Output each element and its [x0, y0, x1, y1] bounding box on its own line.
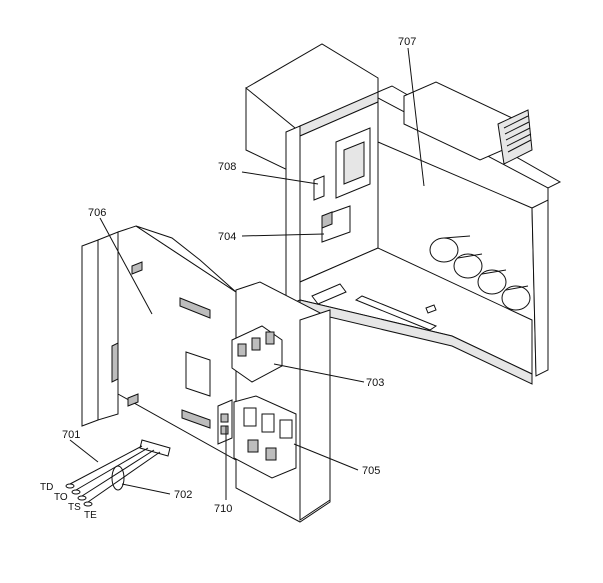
callout-702: 702 [174, 489, 192, 501]
callout-705: 705 [362, 465, 380, 477]
wire-label-to: TO [54, 492, 68, 503]
callout-706: 706 [88, 207, 106, 219]
sensor-harness-701 [65, 439, 171, 507]
wire-label-ts: TS [68, 502, 81, 513]
callout-704: 704 [218, 231, 236, 243]
cabinet-housing-707 [245, 43, 562, 385]
callout-703: 703 [366, 377, 384, 389]
pcb-board-706 [81, 225, 237, 461]
wire-label-te: TE [84, 510, 97, 521]
terminal-block-703 [231, 325, 283, 383]
connector-710 [217, 399, 233, 445]
callout-708: 708 [218, 161, 236, 173]
callout-710: 710 [214, 503, 232, 515]
callout-701: 701 [62, 429, 80, 441]
wire-label-td: TD [40, 482, 53, 493]
callout-707: 707 [398, 36, 416, 48]
leader-lines [69, 47, 425, 500]
terminal-block-705 [233, 395, 297, 479]
